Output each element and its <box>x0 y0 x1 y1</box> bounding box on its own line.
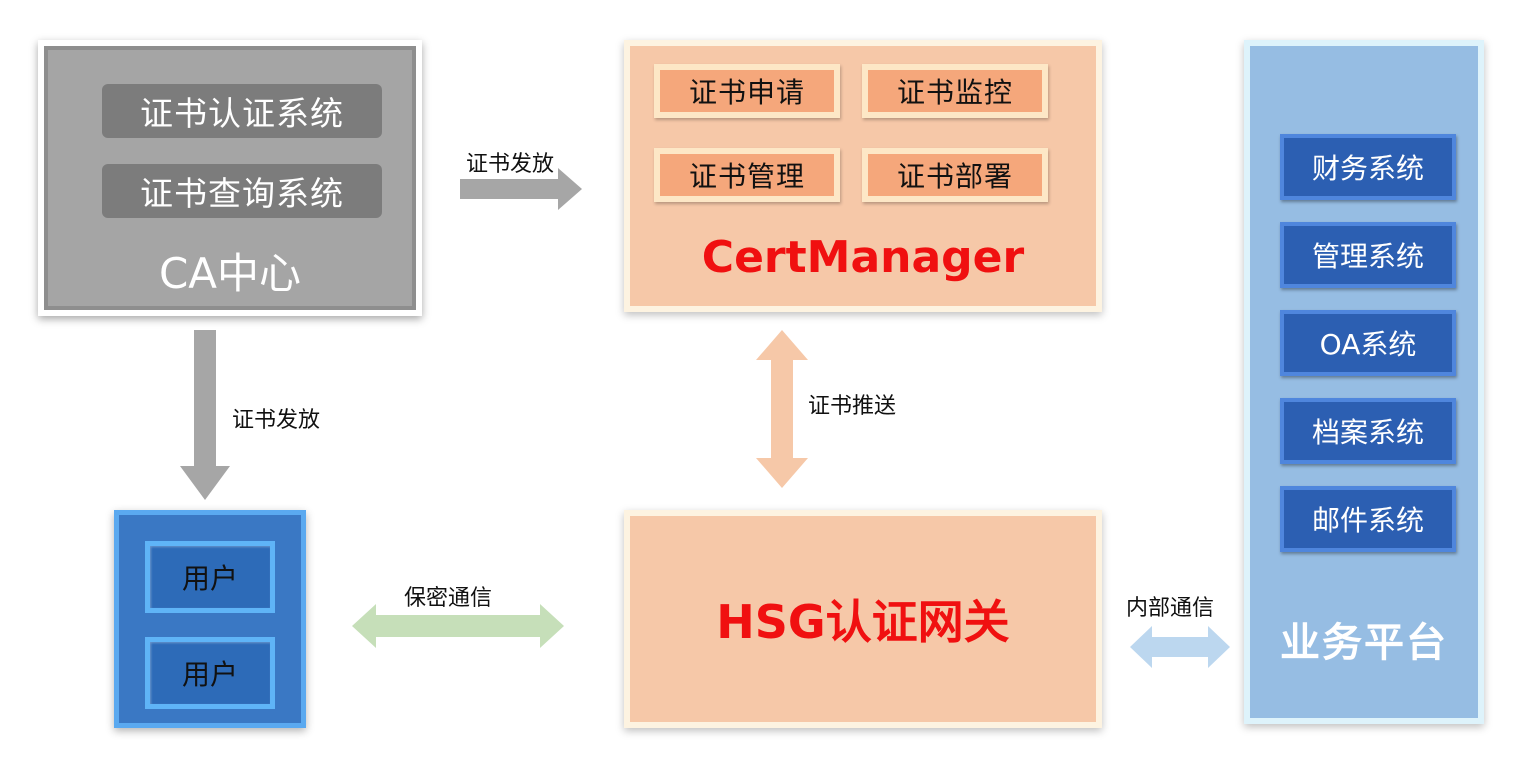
certmanager-function-deploy: 证书部署 <box>862 148 1048 202</box>
label-users-hsg: 保密通信 <box>404 586 493 611</box>
certmanager-panel: 证书申请 证书监控 证书管理 证书部署 CertManager <box>630 46 1096 306</box>
ca-center-box: 证书认证系统 证书查询系统 CA中心 <box>38 40 422 316</box>
hsg-gateway-box: HSG认证网关 <box>624 510 1102 728</box>
hsg-gateway-title: HSG认证网关 <box>716 595 1010 649</box>
ca-center-panel: 证书认证系统 证书查询系统 CA中心 <box>44 46 416 310</box>
business-platform-title: 业务平台 <box>1280 620 1448 666</box>
platform-system-archive: 档案系统 <box>1280 398 1456 464</box>
certmanager-title: CertManager <box>701 232 1025 283</box>
arrow-ca-to-certmanager <box>460 168 582 210</box>
ca-system-cert-query: 证书查询系统 <box>102 164 382 218</box>
label-hsg-business: 内部通信 <box>1126 596 1215 621</box>
users-box: 用户 用户 <box>114 510 306 728</box>
label-ca-to-users: 证书发放 <box>232 408 321 433</box>
user-item-2: 用户 <box>145 637 275 709</box>
arrow-users-hsg <box>352 604 564 648</box>
platform-system-oa: OA系统 <box>1280 310 1456 376</box>
arrow-ca-to-users <box>180 330 230 500</box>
arrow-hsg-business <box>1130 626 1230 668</box>
business-platform-box: 财务系统 管理系统 OA系统 档案系统 邮件系统 业务平台 <box>1244 40 1484 724</box>
label-ca-to-certmanager: 证书发放 <box>466 152 555 177</box>
platform-system-mail: 邮件系统 <box>1280 486 1456 552</box>
label-certmanager-hsg: 证书推送 <box>808 394 897 419</box>
arrow-certmanager-hsg <box>756 330 808 488</box>
certmanager-function-monitor: 证书监控 <box>862 64 1048 118</box>
certmanager-function-manage: 证书管理 <box>654 148 840 202</box>
business-platform-panel: 财务系统 管理系统 OA系统 档案系统 邮件系统 业务平台 <box>1250 46 1478 718</box>
certmanager-function-apply: 证书申请 <box>654 64 840 118</box>
hsg-gateway-panel: HSG认证网关 <box>630 516 1096 722</box>
platform-system-management: 管理系统 <box>1280 222 1456 288</box>
ca-center-title: CA中心 <box>158 249 302 298</box>
user-item-1: 用户 <box>145 541 275 613</box>
certmanager-box: 证书申请 证书监控 证书管理 证书部署 CertManager <box>624 40 1102 312</box>
ca-system-cert-auth: 证书认证系统 <box>102 84 382 138</box>
platform-system-finance: 财务系统 <box>1280 134 1456 200</box>
